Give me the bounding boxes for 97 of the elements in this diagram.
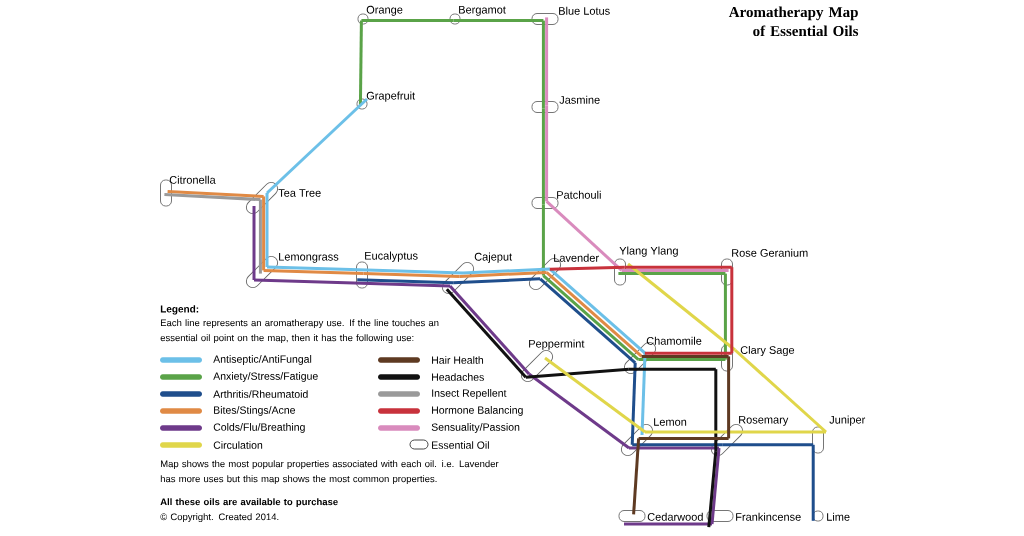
station-label: Chamomile <box>646 336 702 345</box>
station-label: Tea Tree <box>278 189 321 197</box>
line <box>549 265 625 271</box>
line <box>164 193 261 202</box>
station-label: Lime <box>827 512 850 521</box>
line <box>627 262 736 352</box>
line <box>462 267 551 275</box>
station-label: Rose Geranium <box>732 248 808 257</box>
station-label: Peppermint <box>529 339 585 350</box>
title: Aromatherapy Map of Essential Oils <box>728 6 859 37</box>
station-label: Lemon <box>654 418 687 426</box>
line <box>624 265 732 269</box>
legend-label: Headaches <box>432 373 484 381</box>
station-label: Blue Lotus <box>559 6 610 15</box>
line <box>710 447 721 525</box>
legend-description: Each line represents an aromatherapy use. If the line touches an essential oil point on the map, then it has the following use: <box>160 319 439 344</box>
station-label: Lemongrass <box>279 252 339 263</box>
line <box>459 270 547 278</box>
line <box>253 278 355 285</box>
line <box>621 268 729 272</box>
line <box>628 367 716 371</box>
legend-heading: Legend: <box>160 305 199 315</box>
line <box>645 430 735 434</box>
line <box>262 196 266 271</box>
line <box>618 272 726 276</box>
legend-label: Antiseptic/AntiFungal <box>213 355 312 365</box>
station-label: Cajeput <box>474 252 513 263</box>
line <box>629 446 719 450</box>
station-label: Juniper <box>829 415 866 426</box>
line <box>167 189 264 198</box>
line <box>453 19 544 23</box>
line <box>541 108 545 205</box>
line <box>632 438 641 515</box>
line <box>353 281 451 288</box>
line <box>727 356 731 439</box>
station-label: Orange <box>366 5 403 16</box>
line <box>263 268 364 275</box>
note-text: Map shows the most popular properties associated with each oil. i.e. Lavender has more uses but this map shows the most common properties. <box>160 460 499 485</box>
line <box>707 451 718 528</box>
line <box>734 348 827 434</box>
legend-label: Arthritis/Rheumatoid <box>213 390 308 398</box>
line <box>722 443 814 447</box>
station-label: Eucalyptus <box>365 251 418 262</box>
legend-label: Essential Oil <box>432 441 489 449</box>
legend-label: Hormone Balancing <box>432 406 523 416</box>
legend-label: Bites/Stings/Acne <box>214 406 295 416</box>
legend-label: Colds/Flu/Breathing <box>213 423 305 433</box>
station-label: Clary Sage <box>740 345 795 357</box>
line <box>258 199 262 274</box>
station-label: Frankincense <box>736 512 801 521</box>
line <box>630 362 637 445</box>
line <box>640 352 647 436</box>
station-label: Bergamot <box>459 5 506 16</box>
line <box>453 277 541 285</box>
line <box>541 204 545 276</box>
line <box>730 267 734 354</box>
line <box>723 273 727 360</box>
line <box>735 430 826 434</box>
line <box>358 20 363 106</box>
line <box>545 200 623 272</box>
line <box>357 278 454 285</box>
line <box>638 436 729 440</box>
line <box>528 372 630 450</box>
station-label: Ylang Ylang <box>619 246 678 257</box>
station-label: Grapefruit <box>366 91 416 102</box>
line <box>641 354 729 358</box>
line <box>714 369 718 452</box>
station-label: Jasmine <box>559 95 600 104</box>
legend-label: Anxiety/Stress/Fatigue <box>213 372 318 382</box>
line <box>545 17 549 106</box>
line <box>265 193 269 267</box>
legend-label: Insect Repellent <box>432 389 507 399</box>
line <box>544 356 646 434</box>
line <box>266 265 368 272</box>
line <box>545 105 549 202</box>
copyright-text: © Copyright. Created 2014. <box>160 513 279 523</box>
station-label: Citronella <box>169 175 216 184</box>
station-label: Rosemary <box>739 415 789 426</box>
station-label: Lavender <box>554 253 599 262</box>
legend-label: Sensuality/Passion <box>431 423 520 433</box>
station-label: Cedarwood <box>647 512 703 521</box>
line <box>624 522 712 526</box>
line <box>361 19 454 23</box>
line <box>644 351 732 355</box>
legend-label: Hair Health <box>432 356 484 364</box>
line <box>638 358 726 362</box>
line <box>265 97 369 195</box>
station-label: Patchouli <box>557 190 601 199</box>
line <box>632 443 723 447</box>
footer-text: All these oils are available to purchase <box>160 498 338 508</box>
line <box>366 268 464 275</box>
legend-label: Circulation <box>213 441 263 449</box>
line <box>811 444 815 521</box>
line <box>252 206 256 280</box>
line <box>541 20 545 109</box>
line <box>363 271 460 278</box>
line <box>525 367 629 379</box>
